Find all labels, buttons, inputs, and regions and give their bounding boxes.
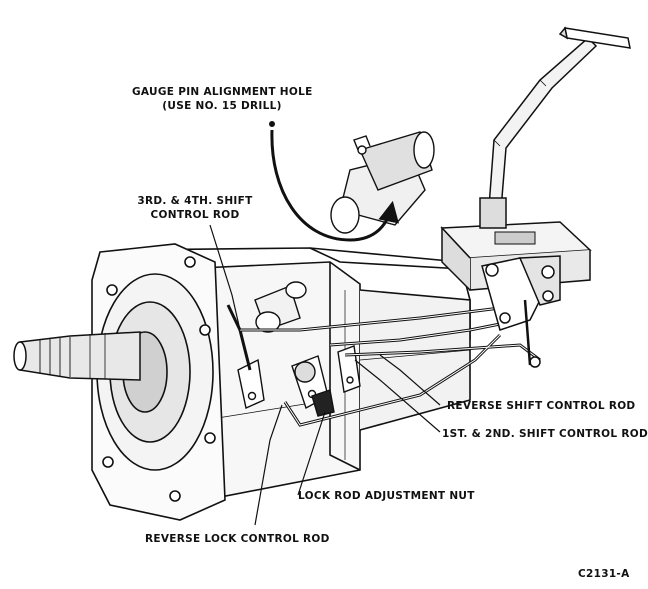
leader-lines xyxy=(209,224,441,526)
case-boss xyxy=(254,281,307,333)
bellhousing-flange xyxy=(91,243,226,521)
gauge-pin-arrow xyxy=(270,129,399,242)
shift-12-rod-label: 1ST. & 2ND. SHIFT CONTROL ROD xyxy=(442,428,648,440)
gauge-hole-dot xyxy=(269,121,275,127)
case-shift-levers xyxy=(237,345,361,417)
shift-34-label-line2: CONTROL ROD xyxy=(150,209,240,221)
input-shaft xyxy=(13,331,141,381)
figure-id-label: C2131-A xyxy=(578,568,630,580)
shifter-assembly xyxy=(440,221,592,368)
gauge-pin-label-line2: (USE NO. 15 DRILL) xyxy=(162,100,282,112)
reverse-lock-rod-label: REVERSE LOCK CONTROL ROD xyxy=(145,533,330,545)
shift-34-label-line1: 3RD. & 4TH. SHIFT xyxy=(137,195,253,207)
lock-nut-label: LOCK ROD ADJUSTMENT NUT xyxy=(298,490,475,502)
reverse-shift-rod-label: REVERSE SHIFT CONTROL ROD xyxy=(447,400,636,412)
shift-lever xyxy=(479,26,631,229)
gauge-pin-detail xyxy=(330,131,435,234)
gauge-pin-label-line1: GAUGE PIN ALIGNMENT HOLE xyxy=(132,86,313,98)
